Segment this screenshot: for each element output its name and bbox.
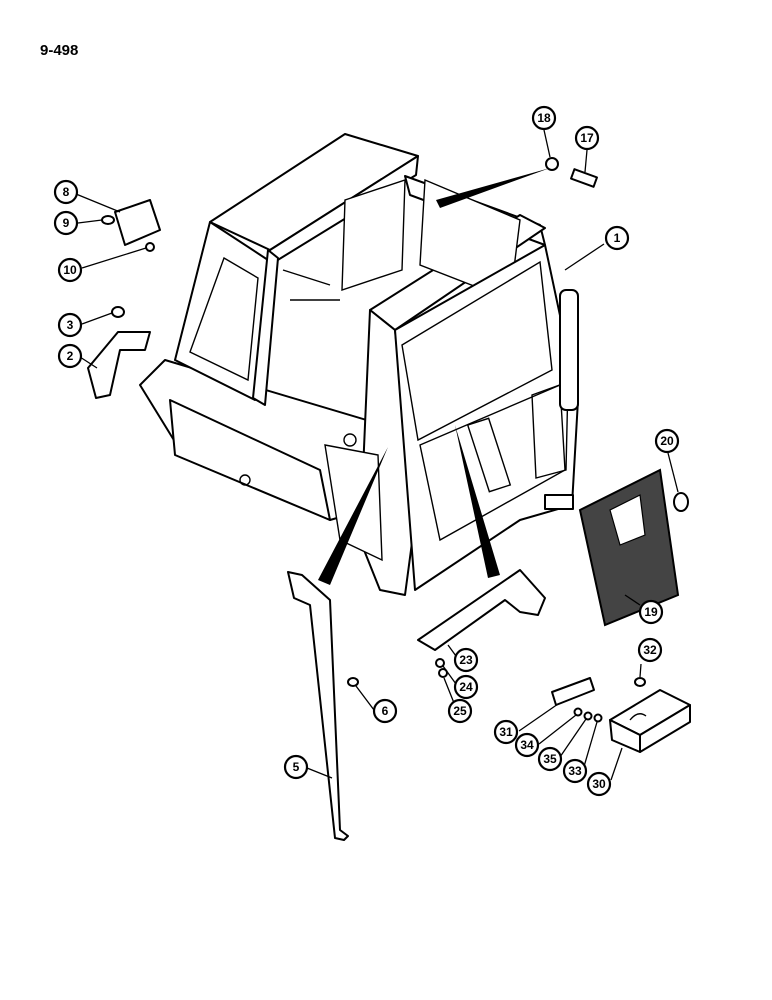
- part-19-mat: [578, 468, 680, 627]
- part-20-plug: [673, 492, 689, 512]
- callout-25: 25: [447, 698, 473, 724]
- callout-2: 2: [57, 343, 83, 369]
- part-17-switch: [570, 168, 598, 188]
- callout-30: 30: [586, 771, 612, 797]
- part-32-screw: [634, 677, 646, 687]
- part-23-panel: [417, 569, 546, 651]
- svg-text:20: 20: [660, 434, 674, 448]
- callout-18: 18: [531, 105, 557, 131]
- callout-35: 35: [537, 746, 563, 772]
- part-33-nut: [593, 713, 603, 723]
- part-2-bracket: [87, 331, 151, 399]
- callout-arrow-18: [436, 168, 550, 208]
- svg-text:23: 23: [459, 653, 473, 667]
- callout-32: 32: [637, 637, 663, 663]
- callout-34: 34: [514, 732, 540, 758]
- part-35-washer: [583, 711, 593, 721]
- part-10-nut: [145, 242, 155, 252]
- svg-text:17: 17: [580, 131, 594, 145]
- svg-text:18: 18: [537, 111, 551, 125]
- callout-arrow-23: [455, 425, 500, 578]
- part-24-washer: [435, 658, 445, 668]
- callout-17: 17: [574, 125, 600, 151]
- callout-1: 1: [604, 225, 630, 251]
- svg-text:30: 30: [592, 777, 606, 791]
- page-code: 9-498: [40, 42, 79, 59]
- part-9-screw: [101, 215, 115, 225]
- part-6-clip: [347, 677, 359, 687]
- part-8-plate: [114, 199, 161, 246]
- cab-door-opening: [324, 444, 383, 562]
- leader-lines: [75, 129, 679, 781]
- part-25-nut: [438, 668, 448, 678]
- callout-5: 5: [283, 754, 309, 780]
- cab-frame: [139, 133, 579, 596]
- callout-24: 24: [453, 674, 479, 700]
- svg-text:2: 2: [67, 349, 74, 363]
- callout-8: 8: [53, 179, 79, 205]
- part-18-knob: [545, 157, 559, 171]
- callout-19: 19: [638, 599, 664, 625]
- svg-text:8: 8: [63, 185, 70, 199]
- callout-arrow-5: [318, 447, 388, 585]
- svg-text:32: 32: [643, 643, 657, 657]
- svg-text:35: 35: [543, 752, 557, 766]
- cab-rear-window: [341, 179, 406, 291]
- part-31-bracket: [551, 677, 595, 706]
- cab-front-window: [401, 260, 553, 442]
- svg-text:33: 33: [568, 764, 582, 778]
- svg-text:6: 6: [382, 704, 389, 718]
- svg-text:31: 31: [499, 725, 513, 739]
- callout-33: 33: [562, 758, 588, 784]
- callout-23: 23: [453, 647, 479, 673]
- svg-text:34: 34: [520, 738, 534, 752]
- callout-3: 3: [57, 312, 83, 338]
- part-3-bolt: [111, 306, 125, 318]
- cab-left-window: [189, 256, 259, 382]
- callout-6: 6: [372, 698, 398, 724]
- svg-text:25: 25: [453, 704, 467, 718]
- svg-text:5: 5: [293, 760, 300, 774]
- callout-9: 9: [53, 210, 79, 236]
- svg-text:19: 19: [644, 605, 658, 619]
- svg-text:3: 3: [67, 318, 74, 332]
- part-34-washer: [573, 707, 583, 717]
- callout-31: 31: [493, 719, 519, 745]
- svg-text:24: 24: [459, 680, 473, 694]
- svg-text:10: 10: [63, 263, 77, 277]
- callout-20: 20: [654, 428, 680, 454]
- callout-10: 10: [57, 257, 83, 283]
- svg-text:9: 9: [63, 216, 70, 230]
- svg-text:1: 1: [614, 231, 621, 245]
- part-5-trim: [287, 571, 349, 841]
